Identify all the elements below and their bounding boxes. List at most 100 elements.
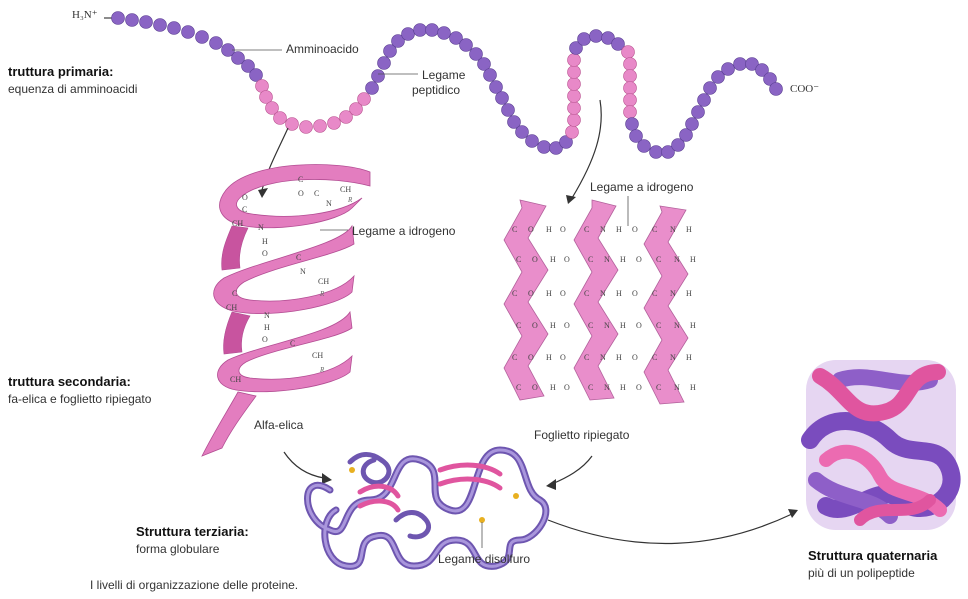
helix-atom-glyph: O [262, 249, 268, 258]
amino-acid-bead [314, 120, 327, 133]
amino-acid-bead [722, 63, 735, 76]
sheet-atom-glyph: O [636, 255, 642, 264]
sheet-atom-glyph: C [584, 289, 589, 298]
amino-acid-bead [638, 140, 651, 153]
amino-acid-bead [624, 70, 637, 83]
beta-sheet-label: Foglietto ripiegato [534, 428, 629, 443]
amino-acid-bead [182, 26, 195, 39]
amino-acid-bead [624, 58, 637, 71]
sheet-atom-glyph: H [690, 255, 696, 264]
sheet-atom-glyph: H [620, 255, 626, 264]
arrow-sheet-to-tertiary [552, 456, 592, 484]
sheet-atom-glyph: O [528, 353, 534, 362]
sheet-atom-glyph: N [604, 383, 610, 392]
sheet-atom-glyph: O [532, 255, 538, 264]
sheet-atom-glyph: O [560, 353, 566, 362]
primary-structure-title: truttura primaria: [8, 64, 113, 80]
arrow-head-tert-right [546, 479, 556, 490]
amino-acid-bead [568, 78, 581, 91]
sheet-atom-glyph: H [616, 353, 622, 362]
amino-acid-bead [686, 118, 699, 131]
alpha-helix-label: Alfa-elica [254, 418, 303, 433]
sheet-atom-glyph: N [600, 353, 606, 362]
sheet-atom-glyph: C [516, 321, 521, 330]
peptide-bond-label-line1: Legame [422, 68, 465, 83]
sheet-atom-glyph: C [584, 353, 589, 362]
helix-atom-glyph: C [290, 339, 295, 348]
sheet-atom-glyph: C [584, 225, 589, 234]
sheet-atom-glyph: C [656, 383, 661, 392]
sheet-atom-glyph: O [632, 353, 638, 362]
quaternary-structure-subtitle: più di un polipeptide [808, 566, 915, 581]
sheet-atom-glyph: C [516, 383, 521, 392]
amino-acid-bead [502, 104, 515, 117]
amino-acid-bead [622, 46, 635, 59]
sheet-atom-glyph: O [636, 321, 642, 330]
sheet-atom-glyph: C [516, 255, 521, 264]
sheet-atom-glyph: O [564, 383, 570, 392]
sheet-atom-glyph: O [560, 289, 566, 298]
n-terminus-label: H₃N⁺ [72, 8, 98, 21]
sheet-atom-glyph: H [690, 383, 696, 392]
amino-acid-bead [526, 135, 539, 148]
amino-acid-bead [568, 114, 581, 127]
quaternary-structure [806, 360, 956, 530]
sheet-atom-glyph: N [604, 255, 610, 264]
c-terminus-label: COO⁻ [790, 82, 819, 95]
peptide-bond-label-line2: peptidico [412, 83, 460, 98]
sheet-atom-glyph: H [620, 321, 626, 330]
sheet-atom-glyph: C [512, 225, 517, 234]
arrow-head-tert-left [322, 473, 332, 484]
amino-acid-bead [210, 37, 223, 50]
sheet-atom-glyph: O [560, 225, 566, 234]
helix-atom-glyph: R [319, 366, 325, 374]
sheet-atom-glyph: O [636, 383, 642, 392]
amino-acid-bead [626, 118, 639, 131]
amino-acid-bead [496, 92, 509, 105]
sheet-atom-glyph: N [670, 289, 676, 298]
sheet-atom-glyph: O [632, 225, 638, 234]
helix-atom-glyph: N [326, 199, 332, 208]
helix-atom-glyph: N [300, 267, 306, 276]
quaternary-structure-title: Struttura quaternaria [808, 548, 937, 564]
secondary-structure-subtitle: fa-elica e foglietto ripiegato [8, 392, 151, 407]
amino-acid-bead [328, 117, 341, 130]
amino-acid-bead [734, 58, 747, 71]
amino-acid-bead [704, 82, 717, 95]
sheet-atom-glyph: O [532, 383, 538, 392]
sheet-atom-glyph: H [686, 289, 692, 298]
helix-atom-glyph: CH [226, 303, 237, 312]
amino-acid-bead [624, 82, 637, 95]
sheet-atom-glyph: O [564, 321, 570, 330]
sheet-atom-glyph: C [512, 289, 517, 298]
helix-atom-glyph: CH [232, 219, 243, 228]
helix-atom-glyph: C [296, 253, 301, 262]
sheet-atom-glyph: N [674, 321, 680, 330]
tertiary-structure-subtitle: forma globulare [136, 542, 219, 557]
helix-atom-glyph: O [262, 335, 268, 344]
sheet-atom-glyph: H [616, 289, 622, 298]
sheet-atom-glyph: C [652, 353, 657, 362]
amino-acid-bead [698, 94, 711, 107]
helix-atom-glyph: CH [318, 277, 329, 286]
sheet-atom-glyph: H [690, 321, 696, 330]
amino-acid-bead [126, 14, 139, 27]
amino-acid-bead [568, 102, 581, 115]
amino-acid-bead [300, 121, 313, 134]
amino-acid-bead [590, 30, 603, 43]
amino-acid-bead [624, 106, 637, 119]
sheet-atom-glyph: N [604, 321, 610, 330]
amino-acid-bead [358, 93, 371, 106]
sheet-atom-glyph: N [670, 353, 676, 362]
sheet-atom-glyph: O [528, 289, 534, 298]
arrow-head-sheet [566, 195, 576, 204]
helix-atom-glyph: C [232, 289, 237, 298]
sheet-atom-glyph: O [532, 321, 538, 330]
helix-atom-glyph: N [258, 223, 264, 232]
sheet-atom-glyph: C [512, 353, 517, 362]
sheet-atom-glyph: N [600, 289, 606, 298]
disulfide-bond-label: Legame disolfuro [438, 552, 530, 567]
sheet-atom-glyph: H [686, 225, 692, 234]
disulfide-bond-3 [513, 493, 519, 499]
